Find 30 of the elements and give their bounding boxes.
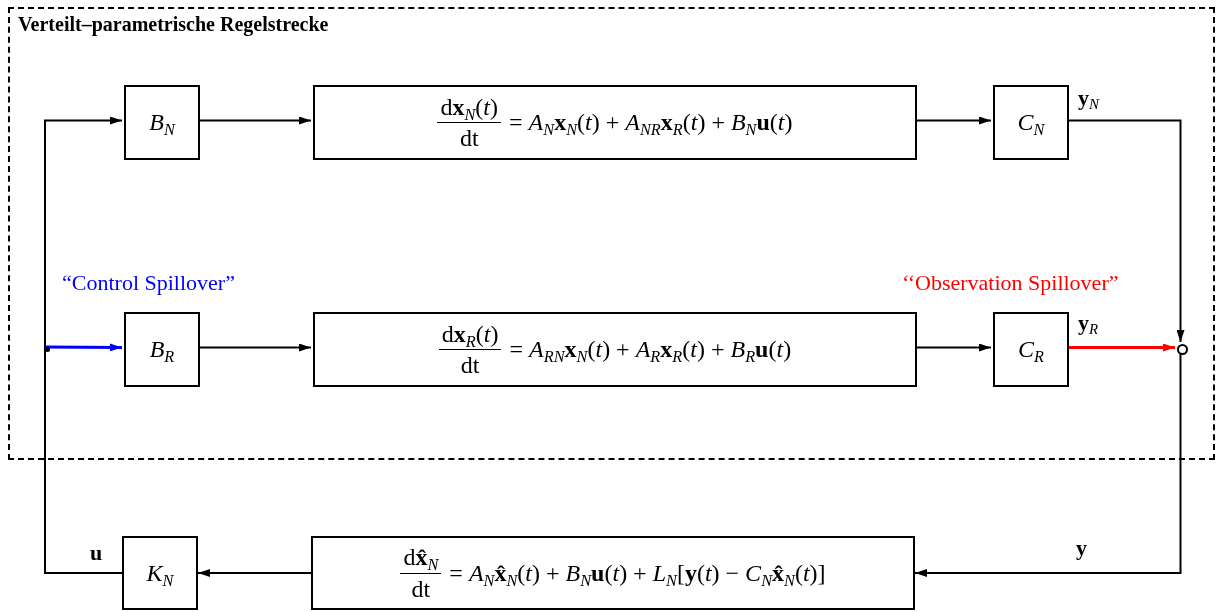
transfer-block bbox=[122, 536, 198, 610]
fraction-numerator: dx$_{N}$(t) bbox=[437, 93, 502, 123]
equation-box bbox=[313, 85, 917, 160]
fraction-numerator: dx$_{R}$(t) bbox=[438, 320, 502, 350]
transfer-block bbox=[993, 312, 1069, 387]
transfer-block bbox=[124, 85, 200, 160]
fraction-denominator: dt bbox=[411, 574, 431, 602]
summing-junction bbox=[1177, 344, 1188, 355]
arrow bbox=[197, 569, 312, 577]
transfer-block bbox=[124, 312, 200, 387]
dashed-frame bbox=[8, 7, 1215, 460]
equation-text: = A$_{N}$x̂$_{N}$(t) + B$_{N}$u(t) + L$_{N}$[y(t) − C$_{N}$x̂$_{N}$(t)] bbox=[449, 559, 826, 587]
equation-box bbox=[313, 312, 917, 387]
block-symbol: B$_{N}$ bbox=[149, 109, 175, 136]
equation-text: = A$_{RN}$x$_{N}$(t) + A$_{R}$x$_{R}$(t) + B$_{R}$u(t) bbox=[509, 336, 792, 363]
frame-title: Verteilt–parametrische Regelstrecke bbox=[18, 13, 329, 36]
block-symbol: C$_{R}$ bbox=[1018, 336, 1044, 363]
arrow bbox=[45, 343, 122, 352]
equation-text: = A$_{N}$x$_{N}$(t) + A$_{NR}$x$_{R}$(t) + B$_{N}$u(t) bbox=[509, 109, 793, 136]
arrow bbox=[914, 352, 1182, 577]
fraction-denominator: dt bbox=[459, 124, 479, 152]
branch-point bbox=[44, 346, 50, 352]
equation-box bbox=[311, 536, 915, 610]
fraction-numerator: dx̂$_{N}$ bbox=[400, 544, 442, 574]
transfer-block bbox=[993, 85, 1069, 160]
fraction-denominator: dt bbox=[460, 351, 480, 379]
block-symbol: K$_{N}$ bbox=[146, 559, 174, 587]
arrow bbox=[44, 116, 123, 348]
block-symbol: B$_{R}$ bbox=[149, 336, 175, 363]
block-symbol: C$_{N}$ bbox=[1017, 109, 1045, 136]
